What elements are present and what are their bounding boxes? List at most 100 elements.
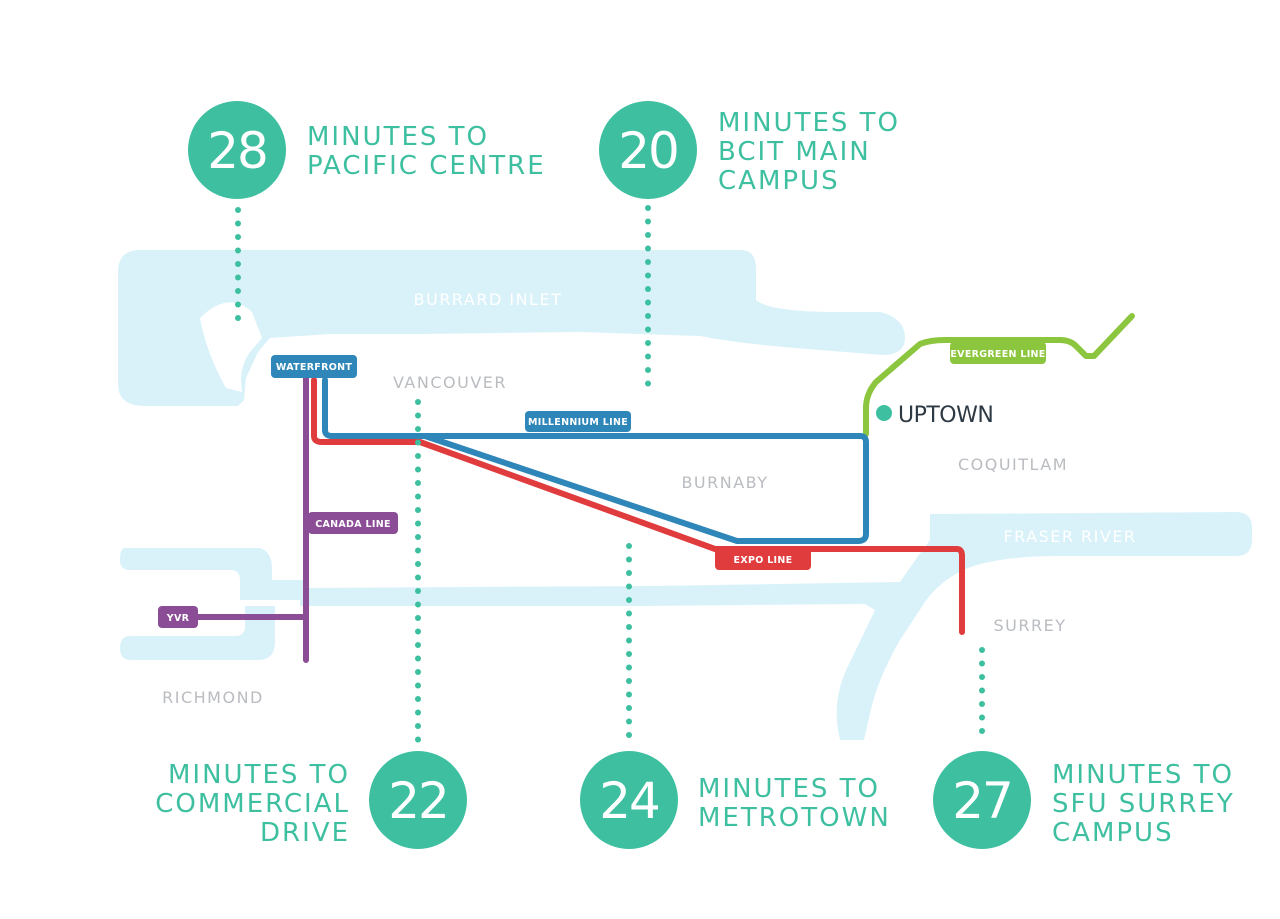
vancouver-label: VANCOUVER [393, 373, 507, 392]
leader-dot [415, 642, 421, 648]
surrey-label: SURREY [994, 616, 1067, 635]
leader-dot [979, 714, 985, 721]
pacific-centre-minutes: 28 [207, 122, 267, 180]
yvr-badge[interactable]: YVR [158, 606, 198, 628]
leader-dot [645, 340, 651, 346]
waterfront-badge-label: WATERFRONT [276, 362, 352, 373]
leader-dot [645, 245, 651, 252]
leader-dot [979, 701, 985, 707]
bcit-caption-3: CAMPUS [718, 166, 840, 196]
fraser-north-arm [120, 548, 304, 600]
canada-line-badge-label: CANADA LINE [315, 519, 391, 530]
leader-dot [645, 205, 651, 211]
leader-dot [645, 353, 651, 360]
evergreen-line-badge[interactable]: EVERGREEN LINE [950, 342, 1046, 364]
leader-dot [626, 556, 632, 563]
expo-line-badge-label: EXPO LINE [734, 555, 793, 566]
leader-dot [415, 669, 421, 675]
expo-line-badge[interactable]: EXPO LINE [715, 548, 811, 570]
leader-dot [415, 709, 421, 716]
pacific-centre-circle [188, 101, 286, 199]
leader-dot [415, 696, 421, 702]
callout-sfu-surrey: 27 MINUTES TO SFU SURREY CAMPUS [933, 751, 1235, 849]
leader-dot [645, 367, 651, 373]
richmond-label: RICHMOND [162, 688, 264, 707]
leader-dot [235, 220, 241, 227]
pacific-centre-leader [235, 207, 241, 321]
leader-dot [415, 615, 421, 621]
fraser-river-label: FRASER RIVER [1003, 527, 1136, 546]
leader-dot [645, 326, 651, 333]
stanley-park-land [200, 302, 262, 392]
leader-dot [415, 547, 421, 554]
commercial-circle [369, 751, 467, 849]
leader-dot [626, 678, 632, 684]
burrard-inlet-water [118, 250, 905, 406]
bcit-caption-1: MINUTES TO [718, 108, 900, 138]
leader-dot [415, 601, 421, 608]
leader-dot [645, 299, 651, 306]
bcit-minutes: 20 [618, 122, 678, 180]
leader-dot [645, 286, 651, 292]
burnaby-label: BURNABY [681, 473, 768, 492]
commercial-minutes: 22 [388, 772, 448, 830]
leader-dot [626, 624, 632, 630]
leader-dot [979, 660, 985, 667]
leader-dot [235, 315, 241, 321]
leader-dot [626, 718, 632, 725]
uptown-marker[interactable]: UPTOWN [876, 403, 994, 428]
leader-dot [415, 628, 421, 635]
leader-dot [626, 705, 632, 711]
leader-dot [626, 543, 632, 549]
waterfront-badge[interactable]: WATERFRONT [271, 355, 357, 378]
leader-dot [415, 655, 421, 662]
richmond-south-channel [120, 606, 275, 660]
sfu-surrey-minutes: 27 [952, 772, 1012, 830]
commercial-caption-2: COMMERCIAL [155, 789, 350, 819]
leader-dot [415, 399, 421, 405]
callout-commercial: 22 MINUTES TO COMMERCIAL DRIVE [155, 751, 467, 849]
callout-bcit: 20 MINUTES TO BCIT MAIN CAMPUS [599, 101, 900, 199]
metrotown-minutes: 24 [599, 772, 659, 830]
sfu-surrey-leader [979, 647, 985, 734]
leader-dot [645, 272, 651, 279]
yvr-badge-label: YVR [166, 613, 190, 624]
leader-dot [626, 597, 632, 603]
leader-dot [415, 682, 421, 689]
leader-dot [235, 288, 241, 294]
leader-dot [415, 736, 421, 743]
metrotown-caption-1: MINUTES TO [698, 774, 880, 804]
commercial-caption-3: DRIVE [260, 818, 350, 848]
canada-line-badge[interactable]: CANADA LINE [308, 512, 398, 534]
leader-dot [235, 234, 241, 240]
sfu-surrey-caption-2: SFU SURREY [1052, 789, 1235, 819]
leader-dot [415, 520, 421, 527]
leader-dot [415, 534, 421, 540]
coquitlam-label: COQUITLAM [958, 455, 1068, 474]
leader-dot [645, 232, 651, 238]
bcit-circle [599, 101, 697, 199]
metrotown-circle [580, 751, 678, 849]
leader-dot [626, 664, 632, 671]
uptown-label: UPTOWN [898, 403, 993, 428]
leader-dot [415, 439, 421, 446]
millennium-line-badge[interactable]: MILLENNIUM LINE [525, 411, 631, 432]
commercial-caption-1: MINUTES TO [168, 760, 350, 790]
millennium-line-badge-label: MILLENNIUM LINE [528, 417, 628, 428]
leader-dot [415, 723, 421, 729]
leader-dot [626, 610, 632, 617]
leader-dot [235, 247, 241, 254]
leader-dot [415, 561, 421, 567]
leader-dot [235, 274, 241, 281]
metrotown-caption-2: METROTOWN [698, 803, 891, 833]
leader-dot [979, 687, 985, 694]
leader-dot [979, 647, 985, 653]
leader-dot [235, 301, 241, 308]
leader-dot [415, 453, 421, 459]
leader-dot [626, 651, 632, 657]
pacific-centre-caption-1: MINUTES TO [307, 122, 489, 152]
leader-dot [415, 574, 421, 581]
leader-dot [415, 412, 421, 419]
expo-line-path [311, 377, 965, 635]
